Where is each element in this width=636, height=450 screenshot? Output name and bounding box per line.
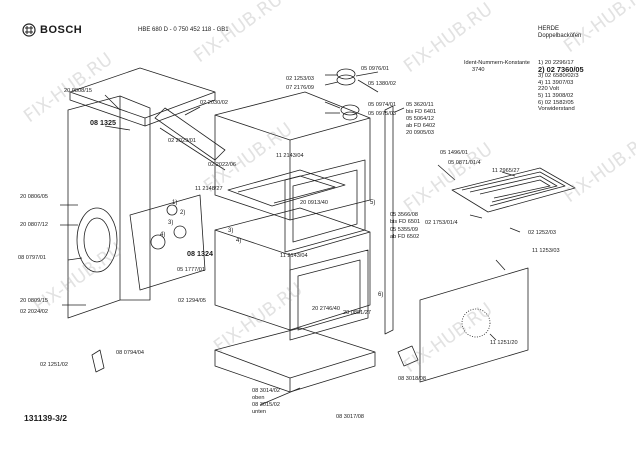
part-label: 11 2148/27 (195, 186, 223, 192)
switch-3 (166, 204, 178, 216)
part-label: unten (252, 409, 266, 415)
lamp-socket (340, 104, 360, 116)
rear-cover-panel (419, 267, 529, 383)
grill-element (451, 167, 576, 213)
part-label: 05 0975/03 (368, 111, 396, 117)
part-label: 05 1496/01 (440, 150, 468, 156)
part-label: 20 2746/40 (312, 306, 340, 312)
callout-number: 2) (180, 210, 186, 216)
bosch-armature-icon (22, 23, 36, 37)
part-label: 20 0808/15 (64, 88, 92, 94)
control-knob-1 (150, 234, 166, 250)
legend-item: 5) 11 3908/02 (538, 92, 574, 99)
part-label: ab FD 6402 (406, 123, 436, 129)
part-label: 08 0797/01 (18, 255, 46, 261)
lower-oven-cavity (214, 207, 371, 331)
part-label: 08 3018/08 (398, 376, 426, 382)
control-bracket (129, 194, 206, 291)
part-label: oben (252, 395, 265, 401)
legend-item: Vorwiderstand (538, 106, 575, 113)
part-label: 05 0974/01 (368, 102, 396, 108)
variant-legend: 1) 20 2296/17 2) 02 7360/05 3) 02 6580/0… (538, 60, 584, 113)
vertical-trim (384, 105, 394, 335)
callout-number: 3) (168, 220, 174, 226)
category: HERDE (538, 26, 560, 32)
part-label: 11 2143/04 (280, 253, 308, 259)
part-label: 02 2024/02 (20, 309, 48, 315)
part-label: 05 0871/01/4 (448, 160, 481, 166)
part-label: 08 1325 (90, 118, 116, 127)
part-label: 20 0881/27 (343, 310, 371, 316)
lower-door-frame (289, 249, 369, 341)
upper-heating-element (227, 169, 346, 207)
lamp-cap (336, 68, 356, 80)
legend-item: 6) 02 1582/05 (538, 99, 574, 106)
part-label: 07 2176/09 (286, 85, 314, 91)
part-label: 02 1294/05 (178, 298, 206, 304)
hinge (397, 345, 419, 367)
part-label: 05 1380/02 (368, 81, 396, 87)
part-label: 02 1253/03 (286, 76, 314, 82)
callout-number: 6) (378, 292, 384, 298)
callout-number: 5) (370, 200, 376, 206)
legend-item-highlighted: 2) 02 7360/05 (538, 64, 584, 74)
part-label: ab FD 6502 (390, 234, 420, 240)
part-label: 08 0794/04 (116, 350, 144, 356)
part-label: 02 1252/03 (528, 230, 556, 236)
callout-number: 1) (172, 200, 178, 206)
callout-number: 4) (236, 238, 242, 244)
callout-number: 3) (228, 228, 234, 234)
legend-item: 220 Volt (538, 86, 559, 93)
ident-label: Ident-Nummern-Konstante (464, 60, 530, 66)
brand-name: BOSCH (40, 24, 83, 36)
fuse-holder (91, 349, 105, 373)
part-label: 02 2022/06 (208, 162, 236, 168)
legend-item: 1) 20 2296/17 (538, 60, 574, 66)
part-label: 11 1253/03 (532, 248, 560, 254)
part-label: 05 5355/09 (390, 227, 418, 233)
part-label: 11 1251/20 (490, 340, 518, 346)
part-label: 02 2029/01 (168, 138, 196, 144)
ident-value: 3740 (472, 67, 485, 73)
part-label: 20 0913/40 (300, 200, 328, 206)
part-label: 02 1251/02 (40, 362, 68, 368)
part-label: 20 0905/03 (406, 130, 434, 136)
part-label: bis FD 6401 (406, 109, 437, 115)
part-label: 08 3017/08 (336, 414, 364, 420)
drawing-number: 131139-3/2 (24, 413, 68, 423)
model-line: HBE 680 D - 0 750 452 118 - GB1 (138, 27, 229, 33)
part-label: 11 2965/27 (492, 168, 520, 174)
bottom-tray (214, 327, 376, 379)
part-label: bis FD 6501 (390, 219, 421, 225)
part-label: 08 3015/02 (252, 402, 280, 408)
part-label: 08 1324 (187, 249, 213, 258)
callout-number: 4) (160, 232, 166, 238)
wire (259, 387, 301, 406)
part-label: 05 0976/01 (361, 66, 389, 72)
upper-oven-cavity (214, 91, 371, 221)
control-knob-2 (173, 225, 187, 239)
part-label: 02 1753/01/4 (425, 220, 458, 226)
rail-strip (154, 107, 226, 161)
part-label: 02 2030/02 (200, 100, 228, 106)
left-side-wall (67, 95, 121, 319)
part-label: 05 1777/01 (177, 267, 205, 273)
part-label: 20 0807/12 (20, 222, 48, 228)
legend-item: 3) 02 6580/02/3 (538, 73, 579, 80)
subcategory: Doppelbacköfen (538, 33, 582, 39)
part-label: 20 0809/15 (20, 298, 48, 304)
insulation-round (76, 207, 118, 273)
brand-logo: BOSCH (22, 23, 82, 37)
part-label: 20 0806/05 (20, 194, 48, 200)
part-label: 05 3566/08 (390, 212, 418, 218)
part-label: 05 5064/12 (406, 116, 434, 122)
part-label: 05 3620/11 (406, 102, 434, 108)
part-label: 08 3014/02 (252, 388, 280, 394)
part-label: 11 2143/04 (276, 153, 304, 159)
legend-item: 4) 11 3907/03 (538, 79, 574, 86)
upper-door-frame (284, 159, 366, 253)
